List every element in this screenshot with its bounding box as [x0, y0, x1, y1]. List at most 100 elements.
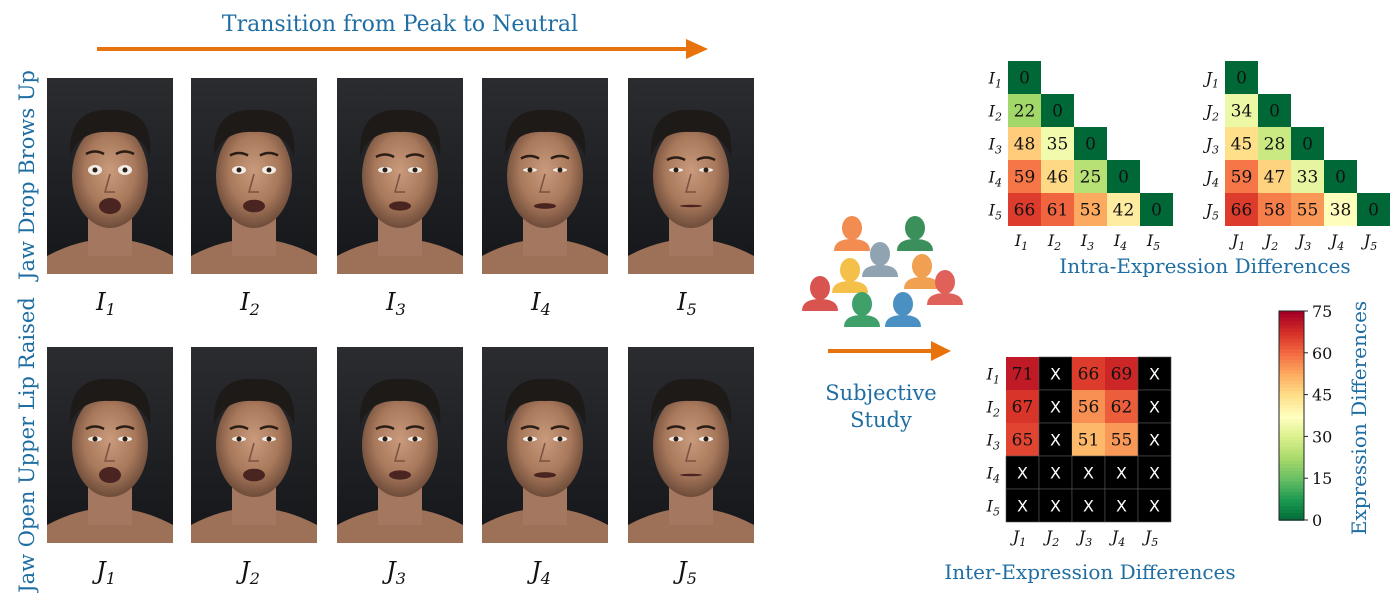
face-photo [47, 78, 173, 274]
face-photo-grid [47, 78, 754, 543]
colorbar-tick: 60 [1312, 344, 1332, 363]
inter-title: Inter-Expression Differences [944, 560, 1235, 584]
heatmap-col-label: I4 [1113, 231, 1127, 253]
heatmap-row-label: J5 [1203, 201, 1219, 223]
heatmap-cell-value: 69 [1111, 365, 1133, 385]
heatmap-cell-value: 55 [1111, 431, 1133, 451]
heatmap-cell-value: 59 [1231, 168, 1253, 188]
heatmap-cell-value: 0 [1085, 135, 1096, 155]
heatmap-cell [1104, 488, 1139, 523]
heatmap-cell [1041, 160, 1074, 193]
heatmap-cell [1137, 488, 1172, 523]
heatmap-cell-value: 48 [1014, 135, 1036, 155]
colorbar-tick: 45 [1312, 386, 1332, 405]
heatmap-cell-value: X [1050, 398, 1061, 417]
heatmap-col-label: J5 [1361, 231, 1377, 253]
colorbar-tick: 30 [1312, 427, 1332, 446]
heatmap-cell-value: X [1050, 497, 1061, 516]
heatmap-col-label: J2 [1043, 527, 1059, 549]
heatmap-cell [1137, 422, 1172, 457]
person-icon [904, 254, 940, 289]
face-label: I4 [530, 288, 551, 319]
heatmap-cell [1038, 488, 1073, 523]
heatmap-cell [1107, 160, 1140, 193]
heatmap-cell-value: 53 [1080, 201, 1102, 221]
heatmap-cell-value: 25 [1080, 168, 1102, 188]
heatmap-cell [1137, 356, 1172, 391]
heatmap-cell-value: 66 [1014, 201, 1036, 221]
face-photo [482, 347, 608, 543]
colorbar-tick: 15 [1312, 469, 1332, 488]
heatmap-cell [1006, 423, 1039, 456]
face-label: J4 [526, 557, 551, 588]
heatmap-col-label: J4 [1109, 527, 1125, 549]
figure-title: Transition from Peak to Neutral [222, 12, 578, 37]
heatmap-cell [1225, 193, 1258, 226]
heatmap-cell-value: 66 [1078, 365, 1100, 385]
heatmap-cell-value: 28 [1264, 135, 1286, 155]
face-label: J5 [672, 557, 697, 588]
person-icon [897, 216, 933, 251]
heatmap-cell [1005, 488, 1040, 523]
heatmap-cell-value: 0 [1368, 201, 1379, 221]
heatmap-cell [1071, 455, 1106, 490]
heatmap-cell [1107, 193, 1140, 226]
heatmap-cell-value: 0 [1052, 102, 1063, 122]
heatmap-cell-value: X [1050, 464, 1061, 483]
heatmap-cell-value: 0 [1236, 69, 1247, 89]
study-arrow [828, 341, 951, 361]
heatmap-col-label: J5 [1142, 527, 1158, 549]
heatmap-cell-value: X [1017, 497, 1028, 516]
study-label-line1: Subjective [825, 381, 937, 405]
heatmap-col-label: I3 [1080, 231, 1094, 253]
heatmap-cell [1041, 127, 1074, 160]
heatmap-cell [1072, 357, 1105, 390]
heatmap-cell-value: 55 [1297, 201, 1319, 221]
heatmap-cell-value: 0 [1269, 102, 1280, 122]
face-photo [191, 347, 317, 543]
heatmap-row-label: I5 [988, 201, 1002, 223]
study-label-line2: Study [850, 408, 912, 432]
heatmap-cell-value: 0 [1335, 168, 1346, 188]
heatmap-col-label: J3 [1295, 231, 1311, 253]
row-label-1: Jaw Drop Brows Up [15, 70, 39, 282]
heatmap-col-label: I2 [1047, 231, 1061, 253]
heatmap-cell [1008, 61, 1041, 94]
heatmap-cell [1225, 127, 1258, 160]
heatmap-cell [1357, 193, 1390, 226]
heatmap-cell-value: 67 [1012, 398, 1034, 418]
person-icon [862, 242, 898, 277]
colorbar-label: Expression Differences [1347, 301, 1371, 535]
heatmap-row-label: J2 [1203, 102, 1219, 124]
face-photo [482, 78, 608, 274]
heatmap-cell [1072, 423, 1105, 456]
heatmap-row-label: I2 [988, 102, 1002, 124]
heatmap-row-label: I1 [986, 365, 1000, 387]
face-label: I1 [95, 288, 116, 319]
heatmap-cell [1105, 357, 1138, 390]
heatmap-cell-value: X [1149, 464, 1160, 483]
heatmap-cell [1008, 160, 1041, 193]
heatmap-cell-value: 38 [1330, 201, 1352, 221]
heatmap-cell [1225, 94, 1258, 127]
heatmap-cell [1071, 488, 1106, 523]
heatmap-cell [1140, 193, 1173, 226]
heatmap-cell [1074, 160, 1107, 193]
heatmap-col-label: J3 [1076, 527, 1092, 549]
heatmap-cell-value: X [1017, 464, 1028, 483]
heatmap-cell-value: 22 [1014, 102, 1036, 122]
heatmap-cell-value: X [1116, 497, 1127, 516]
heatmap-cell [1291, 127, 1324, 160]
heatmap-cell-value: 42 [1113, 201, 1135, 221]
heatmap-cell [1291, 193, 1324, 226]
heatmap-cell-value: 0 [1151, 201, 1162, 221]
heatmap-cell [1137, 455, 1172, 490]
heatmap-cell-value: 66 [1231, 201, 1253, 221]
heatmap-cell-value: 56 [1078, 398, 1100, 418]
person-icon [802, 276, 838, 311]
face-photo [628, 78, 754, 274]
heatmap-row-label: I3 [988, 135, 1002, 157]
